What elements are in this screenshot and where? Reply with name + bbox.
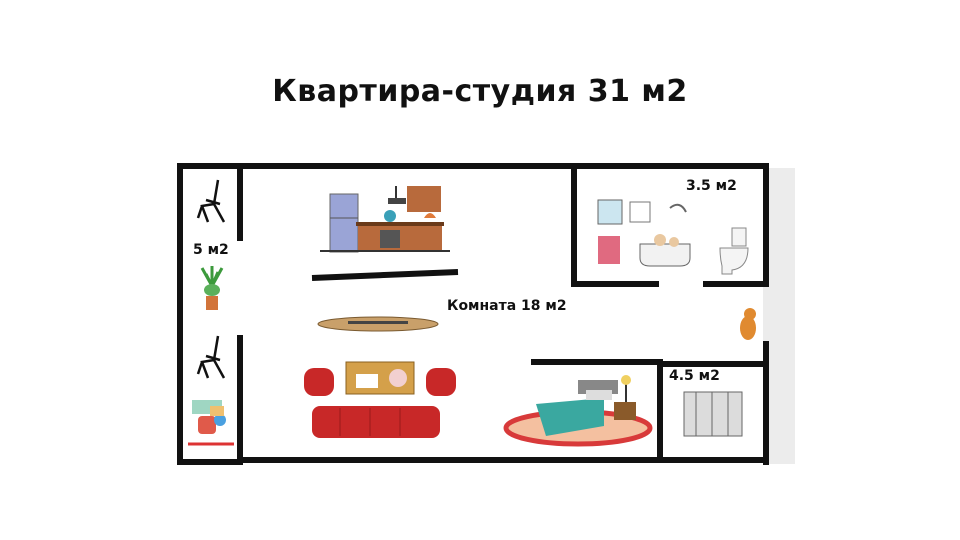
main-outer-wall — [237, 163, 769, 287]
dog-icon — [740, 308, 756, 340]
fridge-icon — [329, 193, 359, 253]
sink-icon — [384, 210, 436, 222]
main-room-area-label: Комната 18 м2 — [447, 298, 567, 314]
coffee-table-icon — [345, 361, 415, 395]
walls — [177, 163, 769, 465]
bathtub-icon — [639, 203, 691, 267]
closet-area-label: 4.5 м2 — [669, 368, 720, 384]
sink-icon — [598, 236, 620, 264]
plant-icon — [200, 266, 224, 310]
person-laptop-icon — [188, 400, 234, 446]
plan-title: Квартира-студия 31 м2 — [272, 74, 688, 109]
table-icon — [317, 316, 439, 332]
armchair-icon — [304, 368, 456, 396]
bathroom-mirror-icon — [597, 199, 651, 225]
toilet-icon — [719, 227, 749, 275]
bathroom-area-label: 3.5 м2 — [686, 178, 737, 194]
kitchen-counter-line — [311, 269, 459, 281]
balcony-wall — [177, 163, 243, 465]
bathroom-wall — [571, 163, 659, 287]
balcony-area-label: 5 м2 — [193, 242, 229, 258]
chair-icon — [196, 335, 226, 379]
chair-icon — [196, 179, 226, 223]
kitchen-cabinets-icon — [320, 186, 450, 252]
bed-icon — [536, 375, 636, 436]
wardrobe-icon — [683, 391, 743, 437]
sofa-icon — [312, 406, 440, 438]
